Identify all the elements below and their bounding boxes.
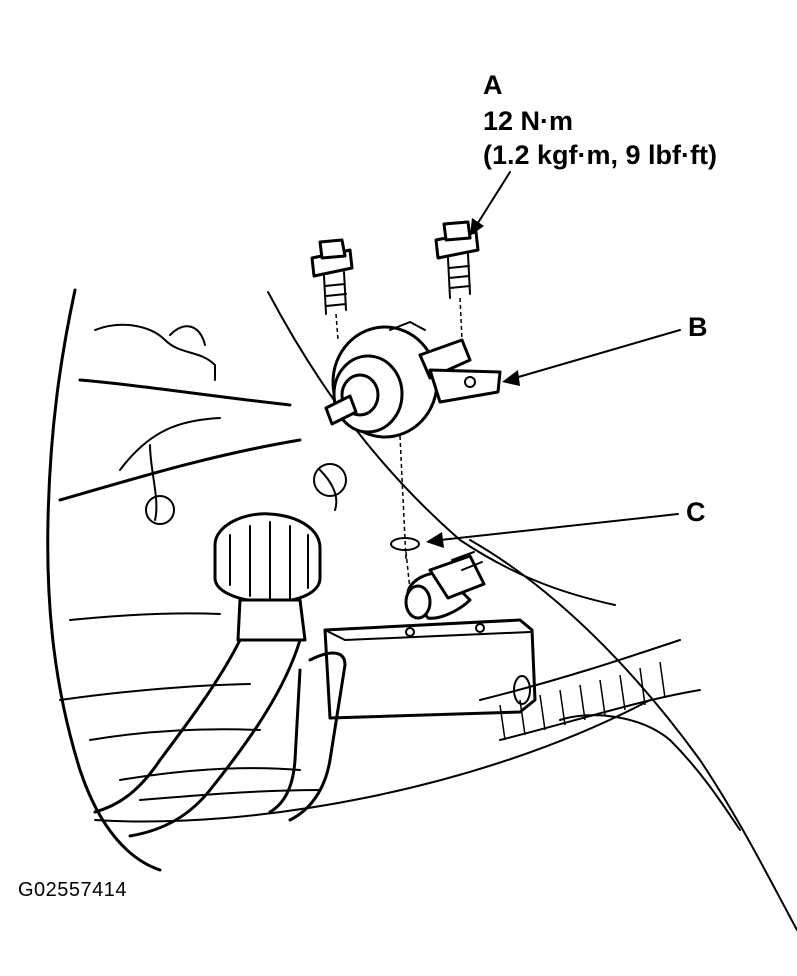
wiring-harness-mid xyxy=(58,438,302,502)
callout-a-torque-conversion: (1.2 kgf·m, 9 lbf·ft) xyxy=(483,140,717,170)
engine-bottom-edge xyxy=(94,699,651,823)
bolt-right xyxy=(434,220,480,341)
callout-b-letter: B xyxy=(688,312,708,342)
o-ring xyxy=(390,537,420,551)
hose-large xyxy=(93,638,242,814)
figure-code: G02557414 xyxy=(18,879,128,901)
engine-block-left xyxy=(59,612,261,741)
engine-boss xyxy=(145,495,175,525)
wiring-harness-upper xyxy=(78,378,292,407)
right-frame-line xyxy=(469,539,797,931)
hose-small xyxy=(288,651,347,822)
wiring-harness-lower xyxy=(119,417,221,471)
leader-c xyxy=(426,513,679,548)
engine-outline xyxy=(46,288,162,872)
hood-line xyxy=(267,291,616,606)
callout-a-torque: 12 N·m xyxy=(483,106,574,136)
pipe-fitting xyxy=(404,551,486,620)
hose-large-inner xyxy=(128,638,302,838)
background-bracket xyxy=(94,323,216,381)
manifold-block xyxy=(323,618,537,720)
engine-boss-2 xyxy=(313,463,347,497)
callout-a-letter: A xyxy=(483,70,503,100)
ribbed-pipe-ribs xyxy=(499,661,666,741)
right-component xyxy=(559,714,741,831)
hose-small-inner xyxy=(268,668,302,814)
cap-fitting xyxy=(213,512,322,642)
engine-rib-left xyxy=(149,444,338,521)
callout-c-letter: C xyxy=(686,497,706,527)
leader-b xyxy=(502,329,681,386)
solenoid-valve xyxy=(324,321,502,561)
bolt-left xyxy=(310,238,354,341)
engine-block-lower xyxy=(119,767,321,801)
leader-a xyxy=(470,171,511,236)
ribbed-pipe xyxy=(479,639,701,741)
background-bracket-2 xyxy=(169,325,206,346)
